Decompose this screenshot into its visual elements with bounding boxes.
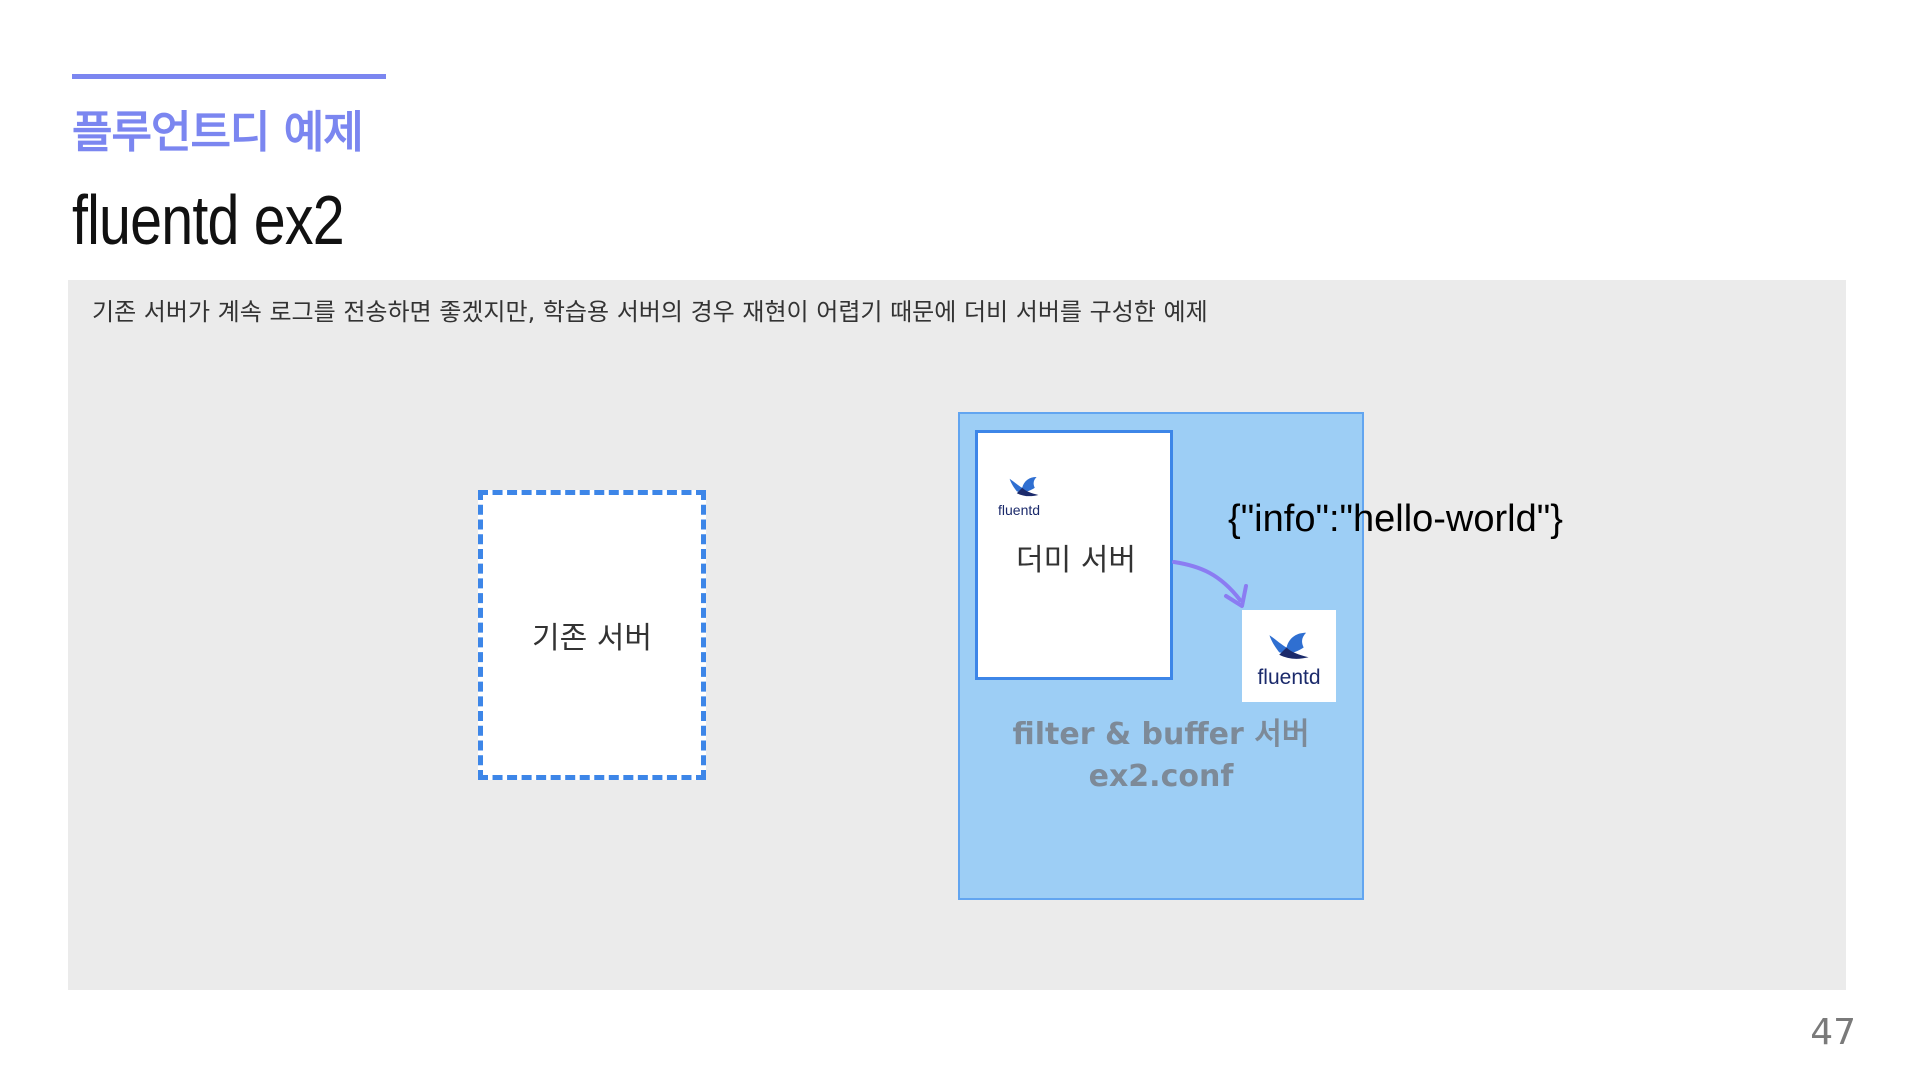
filter-server-label-line1: filter & buffer 서버 — [1012, 717, 1310, 752]
section-title: 플루언트디 예제 — [72, 107, 364, 158]
page-number: 47 — [1810, 1012, 1856, 1053]
fluentd-bird-icon — [1269, 632, 1309, 659]
filter-server-config: ex2.conf — [1088, 759, 1234, 794]
fluentd-logo: fluentd — [998, 469, 1056, 523]
json-message: {"info":"hello-world"} — [1228, 498, 1563, 540]
accent-rule — [72, 74, 386, 79]
dummy-server-box: fluentd 더미 서버 — [975, 430, 1173, 680]
existing-server-label: 기존 서버 — [532, 621, 652, 656]
filter-server-label: filter & buffer 서버 ex2.conf — [958, 714, 1364, 798]
existing-server-box: 기존 서버 — [478, 490, 706, 780]
fluentd-badge-text: fluentd — [1257, 666, 1321, 689]
slide-title: fluentd ex2 — [72, 181, 345, 259]
curved-arrow-icon — [1172, 560, 1248, 608]
fluentd-logo-text: fluentd — [998, 502, 1041, 518]
content-panel — [68, 280, 1846, 990]
description-text: 기존 서버가 계속 로그를 전송하면 좋겠지만, 학습용 서버의 경우 재현이 … — [92, 298, 1208, 326]
fluentd-badge: fluentd — [1242, 610, 1336, 702]
fluentd-bird-icon — [1009, 477, 1039, 497]
dummy-server-label: 더미 서버 — [1016, 543, 1136, 578]
